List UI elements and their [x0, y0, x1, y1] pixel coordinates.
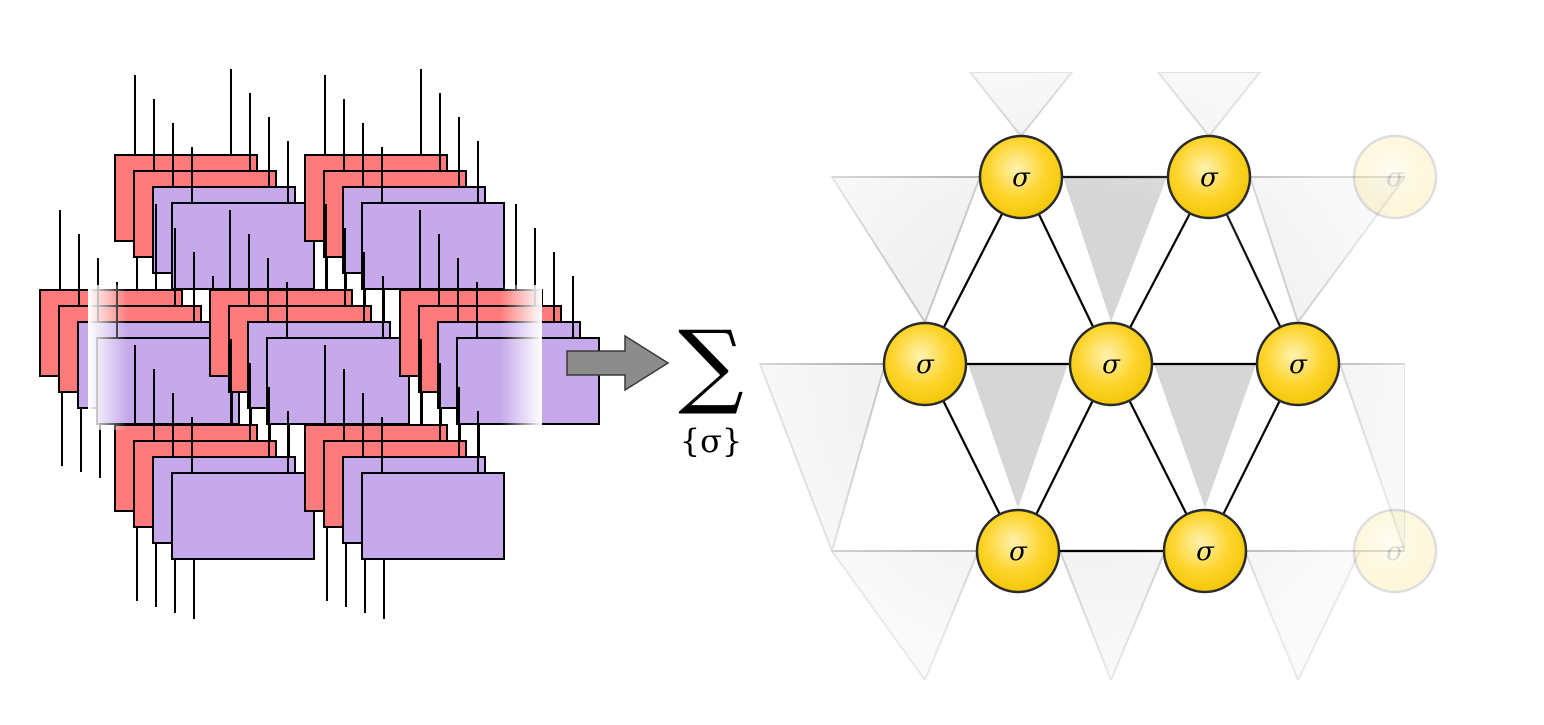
- site-circle: [975, 508, 1061, 594]
- lattice-site: σ: [1068, 321, 1154, 407]
- site-circle: [1352, 508, 1438, 594]
- lattice-site: σ: [882, 321, 968, 407]
- lattice-site: σ: [1162, 508, 1248, 594]
- lattice-site: σ: [1166, 134, 1252, 220]
- site-label: σ: [1102, 350, 1121, 380]
- circuit-block: [171, 202, 315, 290]
- lattice-site: σ: [1352, 134, 1438, 220]
- lattice-site: σ: [978, 134, 1064, 220]
- circuit-block-stack-6: [304, 339, 505, 619]
- site-label: σ: [916, 350, 935, 380]
- sum-index: {σ}: [680, 422, 743, 460]
- right-fade: [500, 285, 542, 430]
- circuit-block-stack-5: [114, 339, 315, 619]
- site-label: σ: [1386, 163, 1405, 193]
- site-label: σ: [1196, 537, 1215, 567]
- left-fade: [88, 285, 128, 430]
- circuit-block: [266, 337, 410, 425]
- sum-symbol: ∑: [678, 311, 744, 418]
- lattice-site: σ: [1352, 508, 1438, 594]
- circuit-block: [171, 472, 315, 560]
- lattice-site: σ: [975, 508, 1061, 594]
- site-circle: [978, 134, 1064, 220]
- circuit-block-stack-0: [114, 69, 315, 349]
- circuit-block-stack-3: [209, 204, 410, 484]
- circuit-block: [361, 472, 505, 560]
- site-label: σ: [1009, 537, 1028, 567]
- site-label: σ: [1289, 350, 1308, 380]
- site-circle: [1162, 508, 1248, 594]
- site-circle: [1255, 321, 1341, 407]
- lattice-site: σ: [1255, 321, 1341, 407]
- site-circle: [1166, 134, 1252, 220]
- circuit-block-stack-1: [304, 69, 505, 349]
- lattice-sites: σ σ σ σ σ σ σ σ σ: [882, 134, 1438, 594]
- site-label: σ: [1200, 163, 1219, 193]
- arrow-icon: [566, 334, 670, 392]
- site-circle: [1352, 134, 1438, 220]
- site-label: σ: [1012, 163, 1031, 193]
- site-label: σ: [1386, 537, 1405, 567]
- site-circle: [1068, 321, 1154, 407]
- site-circle: [882, 321, 968, 407]
